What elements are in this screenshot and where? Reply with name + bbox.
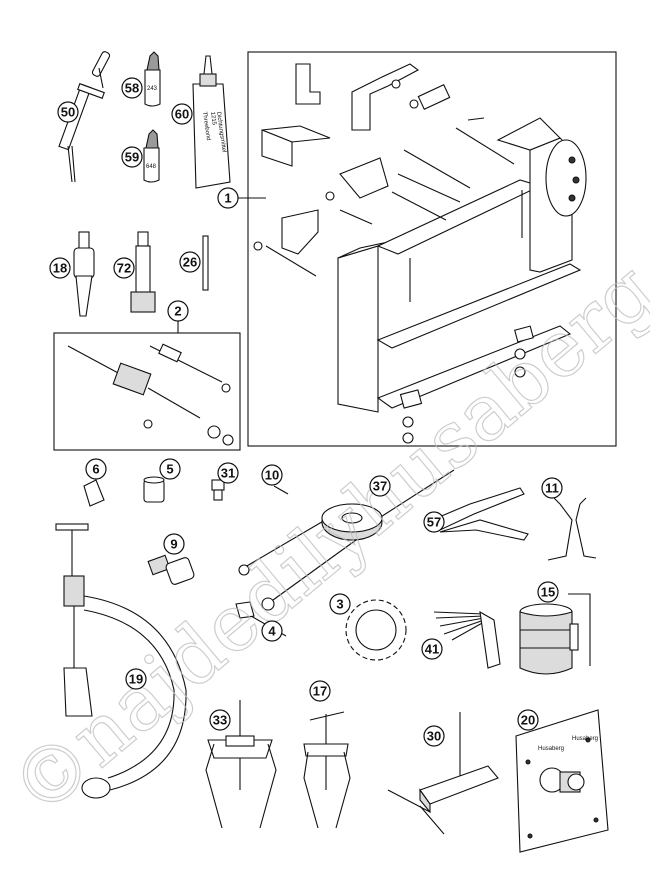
svg-text:19: 19 [129, 672, 143, 687]
pin-26 [202, 235, 209, 291]
svg-text:5: 5 [166, 462, 173, 477]
gear-ring-3 [345, 599, 407, 661]
svg-text:3: 3 [336, 597, 343, 612]
circlip-pliers-11 [547, 497, 597, 561]
svg-text:20: 20 [521, 713, 535, 728]
callout-41: 41 [421, 638, 443, 660]
svg-text:11: 11 [545, 481, 559, 496]
svg-text:1215: 1215 [209, 111, 217, 126]
callout-11: 11 [541, 477, 563, 499]
sealant-tube: Threebond 1215 Dichtungsmittel [192, 55, 231, 189]
callout-26: 26 [179, 251, 201, 273]
svg-text:18: 18 [53, 261, 67, 276]
callout-37: 37 [369, 475, 391, 497]
svg-text:37: 37 [373, 479, 387, 494]
svg-text:58: 58 [125, 81, 139, 96]
puller-33 [205, 700, 277, 829]
svg-text:6: 6 [92, 462, 99, 477]
sleeve-6 [83, 479, 105, 507]
svg-text:Threebond: Threebond [201, 111, 211, 141]
feeler-gauge-41 [433, 610, 501, 669]
extractor-set-box [53, 332, 241, 451]
svg-text:Husaberg: Husaberg [538, 746, 564, 752]
svg-text:60: 60 [175, 107, 189, 122]
callout-59: 59 [121, 146, 143, 168]
callout-1: 1 [217, 187, 239, 209]
drift-72 [130, 231, 156, 313]
callout-6: 6 [85, 458, 107, 480]
callout-19: 19 [125, 668, 147, 690]
svg-text:30: 30 [427, 729, 441, 744]
callout-20: 20 [517, 709, 539, 731]
svg-text:72: 72 [117, 261, 131, 276]
clutch-holder-37 [238, 469, 455, 611]
svg-text:31: 31 [221, 466, 235, 481]
svg-text:15: 15 [541, 585, 555, 600]
svg-text:243: 243 [147, 86, 158, 92]
callout-50: 50 [57, 101, 79, 123]
callout-5: 5 [159, 458, 181, 480]
callout-30: 30 [423, 725, 445, 747]
callout-17: 17 [309, 680, 331, 702]
svg-text:9: 9 [170, 537, 177, 552]
callout-72: 72 [113, 257, 135, 279]
puller-18 [73, 231, 95, 317]
callout-4: 4 [261, 620, 283, 642]
svg-text:2: 2 [174, 304, 181, 319]
bushing-5 [143, 476, 165, 503]
adapter-9 [147, 554, 195, 585]
piston-ring-compressor-15 [519, 593, 591, 675]
svg-text:59: 59 [125, 150, 139, 165]
svg-text:648: 648 [146, 164, 157, 170]
screw-10 [273, 485, 289, 495]
callout-33: 33 [209, 709, 231, 731]
callout-18: 18 [49, 257, 71, 279]
loctite-vial-59: 648 [143, 129, 160, 183]
svg-text:26: 26 [183, 255, 197, 270]
callout-2: 2 [167, 300, 189, 322]
loctite-vial-58: 243 [144, 51, 161, 107]
callout-3: 3 [329, 593, 351, 615]
engine-holder-plate-20: Husaberg Husaberg [515, 709, 609, 853]
svg-text:4: 4 [268, 624, 276, 639]
puller-17 [303, 711, 351, 829]
svg-text:50: 50 [61, 105, 75, 120]
svg-text:17: 17 [313, 684, 327, 699]
svg-text:1: 1 [224, 191, 231, 206]
chain-tool-30 [387, 712, 499, 835]
engine-stand-frame-box [247, 51, 617, 447]
callout-60: 60 [171, 103, 193, 125]
callout-57: 57 [423, 511, 445, 533]
callout-58: 58 [121, 77, 143, 99]
svg-text:33: 33 [213, 713, 227, 728]
bolt-31 [211, 479, 225, 501]
svg-text:57: 57 [427, 515, 441, 530]
valve-spring-compressor-19 [55, 523, 187, 799]
svg-text:Dichtungsmittel: Dichtungsmittel [215, 111, 227, 152]
callout-15: 15 [537, 581, 559, 603]
extractor-set [67, 343, 234, 446]
callout-9: 9 [163, 533, 185, 555]
svg-text:41: 41 [425, 642, 439, 657]
engine-stand [253, 63, 587, 444]
svg-text:Husaberg: Husaberg [572, 736, 598, 742]
svg-text:10: 10 [265, 468, 279, 483]
callout-10: 10 [261, 464, 283, 486]
callout-31: 31 [217, 462, 239, 484]
